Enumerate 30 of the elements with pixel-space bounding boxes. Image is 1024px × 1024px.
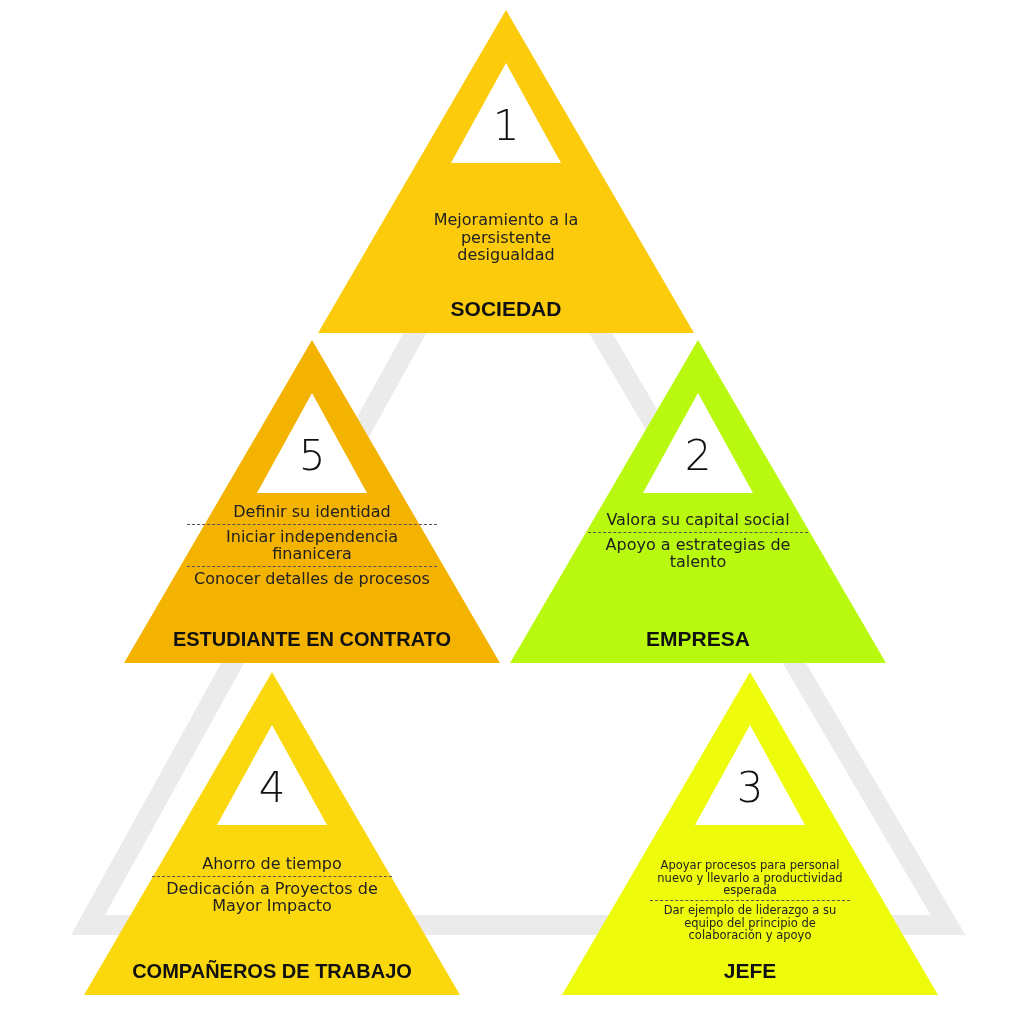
step-number: 3: [735, 763, 765, 813]
step-number: 2: [683, 431, 713, 481]
benefit-text: Valora su capital social: [605, 509, 791, 531]
benefit-text: Definir su identidad: [232, 501, 392, 523]
benefit-text: Apoyo a estrategias de talento: [604, 533, 792, 574]
number-triangle: [451, 63, 561, 163]
triangle-panel: [84, 672, 460, 995]
number-triangle: [643, 393, 753, 493]
benefit-text: Dar ejemplo de liderazgo a su equipo del principio de colaboración y apoyo: [662, 901, 838, 945]
benefit-text: Ahorro de tiempo: [201, 853, 343, 875]
benefit-text: Apoyar procesos para personal nuevo y llevarlo a productividad esperada: [656, 857, 844, 900]
triangle-panel: [124, 340, 500, 663]
stakeholder-heading: SOCIEDAD: [449, 297, 563, 321]
benefit-text: Mejoramiento a la persistente desigualdad: [432, 209, 580, 267]
step-number: 4: [257, 763, 287, 813]
triangle-panel: [562, 672, 938, 995]
triangle-panel: [510, 340, 886, 663]
number-triangle: [695, 725, 805, 825]
number-triangle: [217, 725, 327, 825]
stakeholder-heading: ESTUDIANTE EN CONTRATO: [171, 628, 453, 651]
step-number: 1: [491, 101, 521, 151]
number-triangle: [257, 393, 367, 493]
stakeholder-heading: JEFE: [722, 959, 778, 983]
stakeholder-heading: COMPAÑEROS DE TRABAJO: [131, 960, 413, 983]
benefit-text: Iniciar independencia finanicera: [225, 525, 399, 566]
triangle-panel: [318, 10, 694, 333]
step-number: 5: [297, 431, 327, 481]
benefit-text: Conocer detalles de procesos: [193, 567, 431, 590]
stakeholder-heading: EMPRESA: [645, 627, 751, 651]
benefit-text: Dedicación a Proyectos de Mayor Impacto: [165, 877, 379, 918]
